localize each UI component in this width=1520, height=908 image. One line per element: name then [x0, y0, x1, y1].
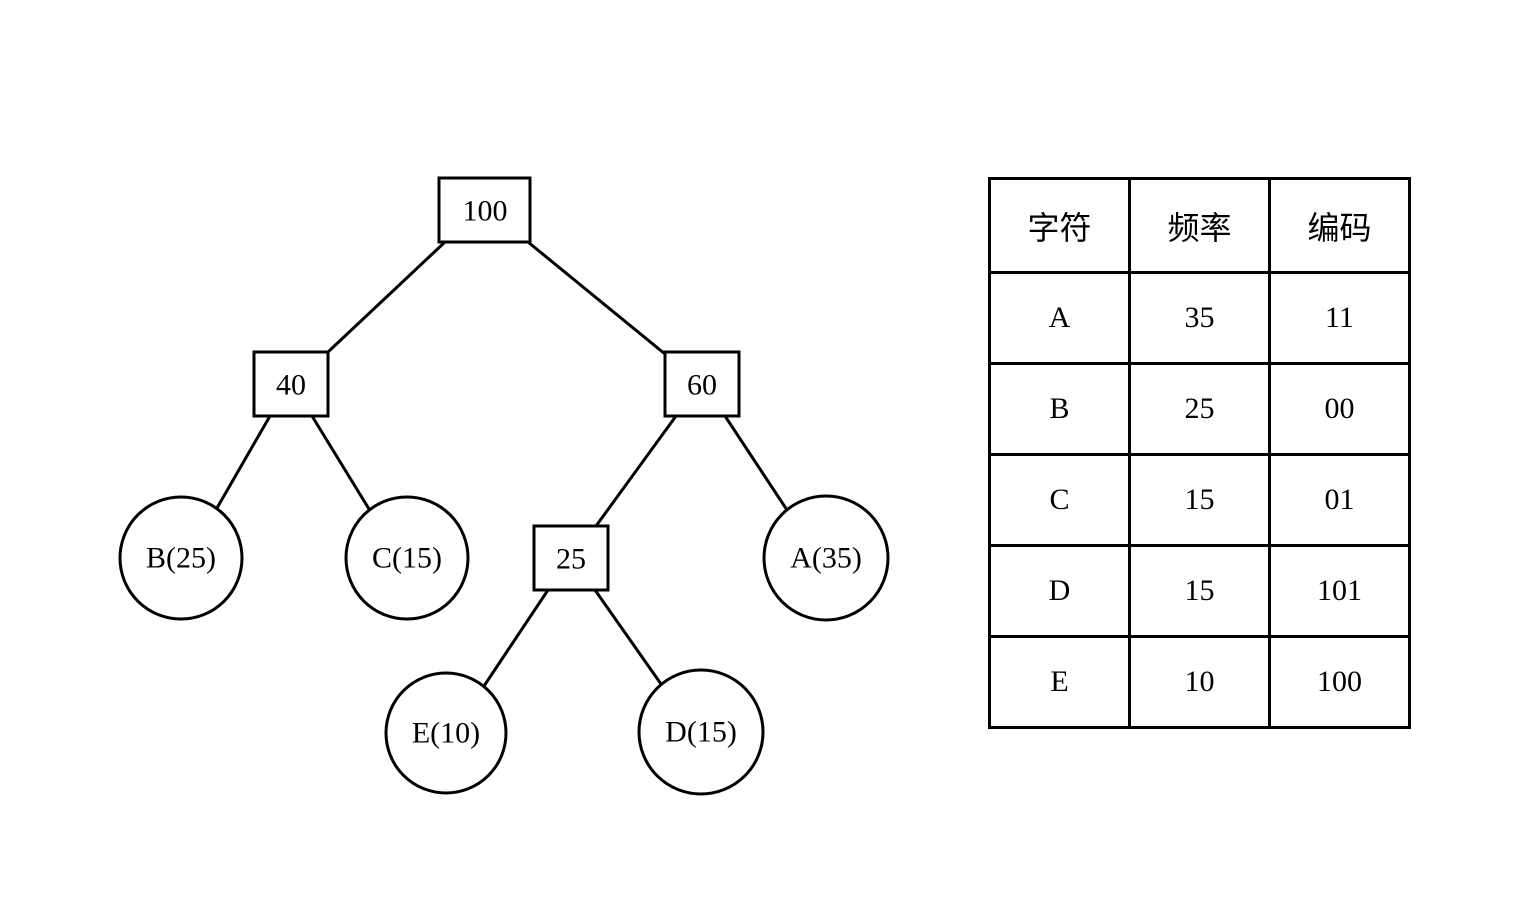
node-label: B(25)	[146, 542, 216, 575]
internal-node-root: 100	[437, 176, 532, 244]
node-label: C(15)	[372, 542, 442, 575]
leaf-node-A: A(35)	[762, 494, 890, 622]
node-label: 100	[463, 195, 508, 228]
cell-character: D	[988, 544, 1131, 638]
edge-100-40	[326, 240, 447, 354]
cell-code: 01	[1268, 453, 1411, 547]
edge-25-D	[593, 589, 663, 685]
cell-frequency: 15	[1128, 453, 1271, 547]
cell-frequency: 10	[1128, 635, 1271, 729]
cell-code: 00	[1268, 362, 1411, 456]
tree-edges	[215, 240, 789, 687]
cell-character: C	[988, 453, 1131, 547]
node-label: 60	[687, 369, 717, 402]
cell-code: 11	[1268, 271, 1411, 365]
cell-frequency: 35	[1128, 271, 1271, 365]
edge-25-E	[482, 589, 550, 687]
header-code: 编码	[1268, 177, 1411, 274]
node-label: D(15)	[665, 716, 737, 749]
cell-code: 100	[1268, 635, 1411, 729]
edge-60-25	[594, 415, 678, 527]
edge-60-A	[723, 415, 789, 511]
edge-100-60	[527, 240, 666, 356]
node-label: A(35)	[790, 542, 862, 575]
header-character: 字符	[988, 177, 1131, 274]
leaf-node-C: C(15)	[344, 495, 470, 621]
table-header-row: 字符 频率 编码	[988, 177, 1411, 274]
node-label: 25	[556, 543, 586, 576]
cell-frequency: 25	[1128, 362, 1271, 456]
edge-40-C	[310, 415, 371, 510]
cell-code: 101	[1268, 544, 1411, 638]
internal-node-25: 25	[532, 524, 610, 592]
edge-40-B	[215, 415, 272, 509]
header-frequency: 频率	[1128, 177, 1271, 274]
node-label: E(10)	[412, 717, 480, 750]
cell-character: B	[988, 362, 1131, 456]
leaf-node-E: E(10)	[384, 671, 508, 795]
cell-character: A	[988, 271, 1131, 365]
leaf-node-B: B(25)	[118, 495, 244, 621]
internal-node-60: 60	[663, 350, 741, 418]
cell-character: E	[988, 635, 1131, 729]
leaf-node-D: D(15)	[637, 668, 765, 796]
internal-node-40: 40	[252, 350, 330, 418]
cell-frequency: 15	[1128, 544, 1271, 638]
node-label: 40	[276, 369, 306, 402]
